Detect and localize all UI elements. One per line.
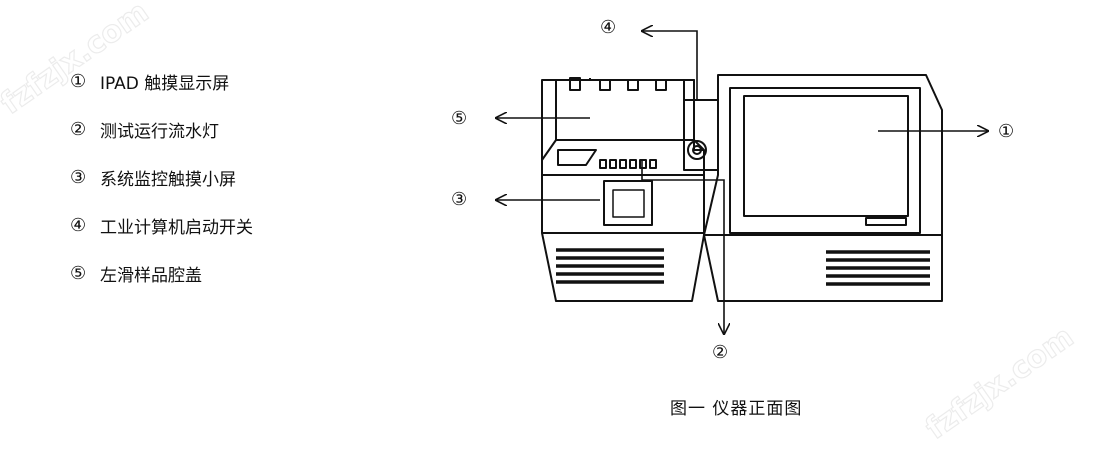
legend-item: ⑤ 左滑样品腔盖: [70, 249, 253, 297]
legend-item: ② 测试运行流水灯: [70, 105, 253, 153]
legend-number: ⑤: [70, 262, 87, 284]
legend-text: 测试运行流水灯: [100, 121, 219, 142]
legend-number: ②: [70, 118, 87, 140]
legend-text: 左滑样品腔盖: [100, 265, 202, 286]
callout-2: ②: [712, 342, 728, 363]
legend-text: 工业计算机启动开关: [100, 217, 253, 238]
left-module: [541, 77, 705, 302]
right-module: [703, 74, 943, 302]
legend-text: IPAD 触摸显示屏: [100, 73, 230, 94]
legend-number: ①: [70, 70, 87, 92]
legend-number: ④: [70, 214, 87, 236]
ipad-touch-display: [743, 95, 909, 217]
leader-line-2: [641, 160, 724, 334]
figure-caption: 图一 仪器正面图: [670, 399, 803, 419]
legend-number: ③: [70, 166, 87, 188]
test-status-led-strip: [599, 159, 657, 169]
left-vents: [556, 248, 664, 284]
pc-power-switch: [683, 79, 719, 171]
legend-item: ① IPAD 触摸显示屏: [70, 57, 253, 105]
legend-item: ④ 工业计算机启动开关: [70, 201, 253, 249]
legend-list: ① IPAD 触摸显示屏 ② 测试运行流水灯 ③ 系统监控触摸小屏 ④ 工业计算…: [70, 57, 253, 297]
callout-4: ④: [600, 17, 616, 38]
right-vents: [826, 250, 930, 286]
legend-text: 系统监控触摸小屏: [100, 169, 236, 190]
callout-1: ①: [998, 121, 1014, 142]
watermark: fzfzjx.com: [920, 319, 1081, 446]
callout-5: ⑤: [451, 108, 467, 129]
callout-3: ③: [451, 189, 467, 210]
monitor-touch-screen: [603, 180, 653, 226]
leader-line-4: [642, 31, 698, 100]
legend-item: ③ 系统监控触摸小屏: [70, 153, 253, 201]
